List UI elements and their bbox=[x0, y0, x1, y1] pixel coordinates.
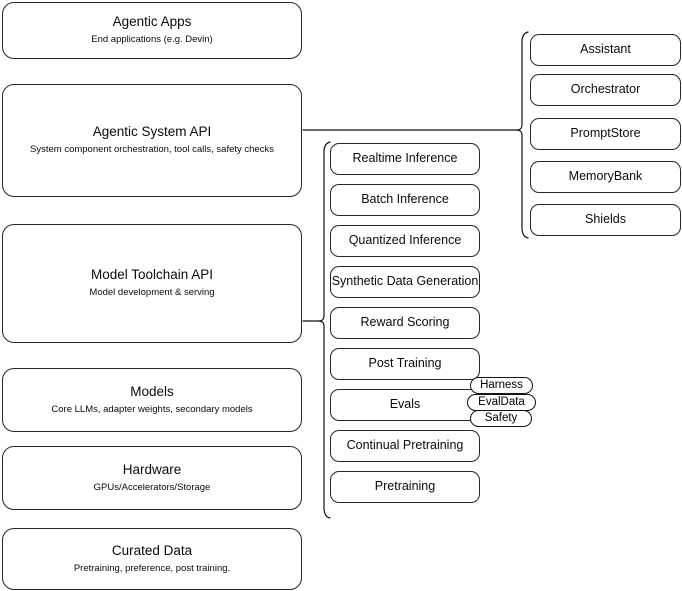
layer-title: Models bbox=[130, 383, 174, 399]
layer-subtitle: GPUs/Accelerators/Storage bbox=[93, 481, 211, 493]
component-label: PromptStore bbox=[570, 126, 641, 141]
capability-continual-pretraining[interactable]: Continual Pretraining bbox=[330, 430, 480, 462]
layer-model-toolchain-api[interactable]: Model Toolchain API Model development & … bbox=[2, 224, 302, 343]
capability-label: Evals bbox=[389, 397, 421, 412]
layer-subtitle: Model development & serving bbox=[89, 287, 215, 299]
component-label: Orchestrator bbox=[570, 82, 641, 97]
layer-models[interactable]: Models Core LLMs, adapter weights, secon… bbox=[2, 368, 302, 432]
layer-subtitle: Pretraining, preference, post training. bbox=[73, 562, 231, 574]
badge-evaldata[interactable]: EvalData bbox=[467, 394, 536, 411]
badge-safety[interactable]: Safety bbox=[470, 410, 532, 427]
capability-label: Synthetic Data Generation bbox=[331, 274, 479, 289]
component-assistant[interactable]: Assistant bbox=[530, 34, 681, 66]
layer-subtitle: End applications (e.g. Devin) bbox=[91, 34, 213, 46]
layer-subtitle: Core LLMs, adapter weights, secondary mo… bbox=[51, 403, 253, 415]
brace-toolchain-capabilities bbox=[317, 141, 331, 519]
capability-label: Pretraining bbox=[374, 479, 436, 494]
capability-synthetic-data-generation[interactable]: Synthetic Data Generation bbox=[330, 266, 480, 298]
component-label: Shields bbox=[585, 212, 626, 227]
capability-label: Reward Scoring bbox=[360, 315, 450, 330]
capability-post-training[interactable]: Post Training bbox=[330, 348, 480, 380]
capability-label: Continual Pretraining bbox=[346, 438, 464, 453]
layer-curated-data[interactable]: Curated Data Pretraining, preference, po… bbox=[2, 528, 302, 590]
layer-title: Curated Data bbox=[111, 542, 193, 558]
badge-label: Harness bbox=[480, 378, 523, 391]
capability-label: Batch Inference bbox=[361, 192, 449, 207]
layer-agentic-apps[interactable]: Agentic Apps End applications (e.g. Devi… bbox=[2, 2, 302, 59]
component-label: MemoryBank bbox=[568, 169, 643, 184]
capability-label: Realtime Inference bbox=[352, 151, 458, 166]
capability-quantized-inference[interactable]: Quantized Inference bbox=[330, 225, 480, 257]
layer-subtitle: System component orchestration, tool cal… bbox=[30, 144, 274, 156]
component-label: Assistant bbox=[580, 42, 631, 57]
layer-agentic-system-api[interactable]: Agentic System API System component orch… bbox=[2, 84, 302, 197]
layer-title: Agentic System API bbox=[92, 124, 212, 140]
component-memorybank[interactable]: MemoryBank bbox=[530, 161, 681, 193]
capability-evals[interactable]: Evals bbox=[330, 389, 480, 421]
layer-title: Hardware bbox=[122, 461, 182, 477]
badge-harness[interactable]: Harness bbox=[470, 377, 533, 394]
component-promptstore[interactable]: PromptStore bbox=[530, 118, 681, 150]
layer-hardware[interactable]: Hardware GPUs/Accelerators/Storage bbox=[2, 446, 302, 510]
brace-agentic-system-components bbox=[515, 31, 529, 239]
layer-title: Agentic Apps bbox=[112, 14, 192, 30]
component-shields[interactable]: Shields bbox=[530, 204, 681, 236]
capability-label: Post Training bbox=[368, 356, 442, 371]
capability-reward-scoring[interactable]: Reward Scoring bbox=[330, 307, 480, 339]
capability-batch-inference[interactable]: Batch Inference bbox=[330, 184, 480, 216]
layer-title: Model Toolchain API bbox=[90, 267, 214, 283]
capability-realtime-inference[interactable]: Realtime Inference bbox=[330, 143, 480, 175]
badge-label: Safety bbox=[484, 411, 518, 424]
badge-label: EvalData bbox=[478, 395, 525, 408]
component-orchestrator[interactable]: Orchestrator bbox=[530, 74, 681, 106]
capability-label: Quantized Inference bbox=[348, 233, 462, 248]
capability-pretraining[interactable]: Pretraining bbox=[330, 471, 480, 503]
